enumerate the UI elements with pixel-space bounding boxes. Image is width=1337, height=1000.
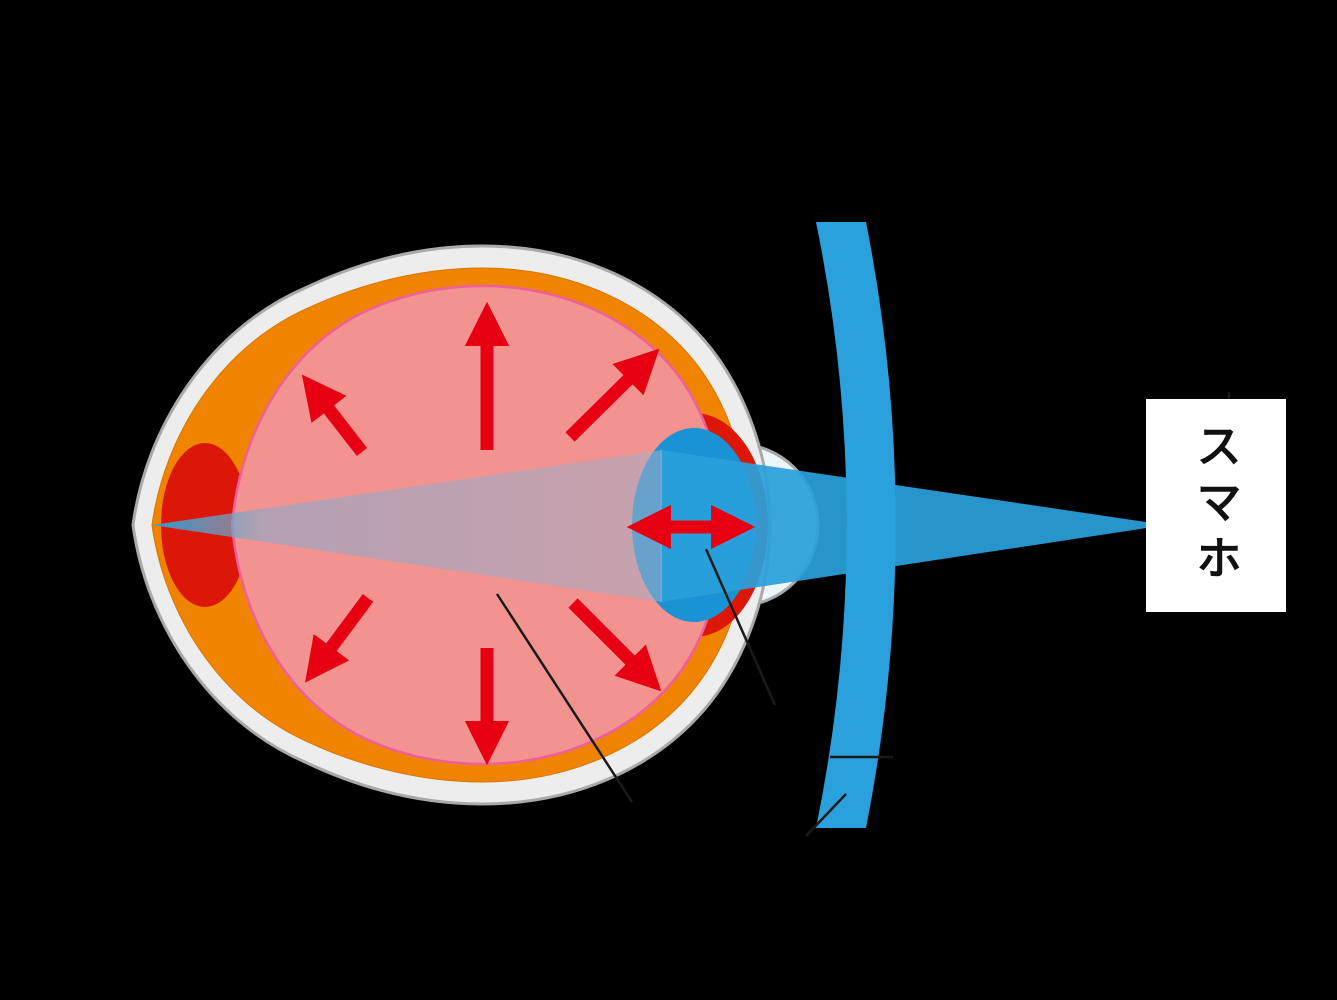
arrow-down-left [305,594,374,683]
smartphone-label: スマホ [1189,421,1243,590]
expansion-arrows [301,301,756,766]
arrow-up-right [565,348,660,442]
light-cone-outer [660,450,1166,602]
arrow-down-right [568,598,662,692]
leader-line-arc-bottom [805,793,847,837]
smartphone-label-box: スマホ [1146,399,1286,612]
arrow-up-left [301,374,368,456]
light-cone-inner [152,450,662,602]
leader-line-lens [704,548,777,706]
leader-line-vitreous [495,593,634,803]
